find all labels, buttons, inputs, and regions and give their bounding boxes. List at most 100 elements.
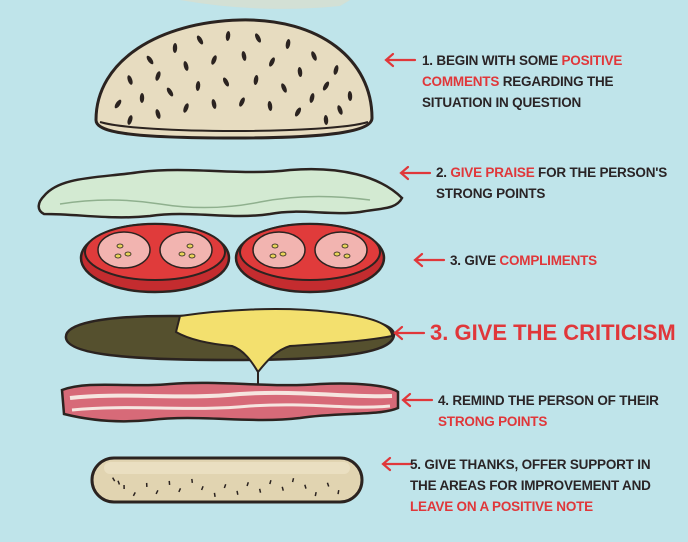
bun-texture <box>145 482 148 487</box>
highlight-text: compliments <box>499 253 597 268</box>
label-text: regarding the <box>499 74 614 89</box>
label-text: 3. Give the criticism <box>430 320 676 345</box>
label-line: 1. Begin with some positive <box>422 50 622 71</box>
arrow-left-icon <box>393 325 426 341</box>
sesame-seed <box>211 55 217 65</box>
sesame-seed <box>241 51 247 61</box>
label-text: for the person's <box>534 165 668 180</box>
step-criticism-label: 3. Give the criticism <box>430 320 676 346</box>
bottom-bun <box>90 456 364 504</box>
arrow-left-icon <box>384 52 417 68</box>
arrow-left-icon <box>399 165 432 181</box>
label-text: strong points <box>436 186 546 201</box>
sesame-seed <box>297 67 303 77</box>
patty-and-cheese <box>64 308 396 391</box>
bun-texture <box>258 488 262 493</box>
sesame-seed <box>183 103 189 113</box>
bun-texture <box>213 492 216 497</box>
bun-texture <box>246 481 250 487</box>
arrow-left-icon <box>381 456 414 472</box>
label-text: 1. Begin with some <box>422 53 562 68</box>
bun-texture <box>200 486 204 491</box>
step-4-label: 4. Remind the person of their strong poin… <box>438 390 659 432</box>
sesame-seed <box>294 107 302 117</box>
highlight-text: leave on a positive note <box>410 499 593 514</box>
step-2-label: 2. Give praise for the person's strong po… <box>436 162 667 204</box>
sesame-seed <box>255 33 261 43</box>
sesame-seed <box>222 77 230 87</box>
arrow-left-icon <box>413 252 446 268</box>
bun-texture <box>281 486 284 491</box>
label-line: 5. Give thanks, offer support in <box>410 454 651 475</box>
sesame-seed <box>195 81 201 91</box>
label-line: 3. Give compliments <box>450 250 597 271</box>
sesame-seed <box>267 101 273 111</box>
arrow-left-icon <box>401 392 434 408</box>
step-3-label: 3. Give compliments <box>450 250 597 271</box>
bacon-layer <box>60 381 400 423</box>
sesame-seed <box>333 65 339 75</box>
sesame-seed <box>269 57 275 67</box>
bun-texture <box>291 478 295 483</box>
label-text: 3. Give <box>450 253 500 268</box>
bun-texture <box>337 489 340 495</box>
bun-texture <box>314 492 317 497</box>
sesame-seed <box>347 91 353 101</box>
label-text: situation in question <box>422 95 582 110</box>
lettuce-layer <box>37 167 404 219</box>
sesame-seed <box>239 97 245 107</box>
sesame-seed <box>146 55 154 65</box>
label-line: 4. Remind the person of their <box>438 390 659 411</box>
sesame-seed <box>155 71 161 81</box>
sesame-seed <box>211 99 217 109</box>
label-line: situation in question <box>422 92 622 113</box>
label-line: the areas for improvement and <box>410 475 651 496</box>
sesame-seed <box>127 115 133 125</box>
sesame-seed <box>323 115 329 125</box>
sesame-seed <box>183 61 189 71</box>
bun-texture <box>178 487 182 493</box>
top-bun <box>94 18 374 140</box>
highlight-text: positive <box>561 53 623 68</box>
sesame-seed <box>225 31 231 41</box>
label-line: strong points <box>436 183 667 204</box>
bun-texture <box>236 490 239 495</box>
sesame-seed <box>139 93 145 103</box>
sesame-seed <box>253 75 259 85</box>
label-text: 4. Remind the person of their <box>438 393 659 408</box>
sesame-seed <box>337 105 343 115</box>
sesame-seed <box>114 99 122 109</box>
label-line: leave on a positive note <box>410 496 651 517</box>
highlight-text: comments <box>422 74 500 89</box>
bun-texture <box>155 490 159 495</box>
bun-texture <box>123 484 125 489</box>
bun-texture <box>326 482 330 487</box>
label-text: 2. <box>436 165 451 180</box>
label-line: 3. Give the criticism <box>430 320 676 346</box>
label-line: strong points <box>438 411 659 432</box>
bun-texture <box>168 480 171 485</box>
step-5-label: 5. Give thanks, offer support in the area… <box>410 454 651 517</box>
label-line: comments regarding the <box>422 71 622 92</box>
bun-texture <box>304 484 307 489</box>
tomato-slices <box>79 222 386 294</box>
label-line: 2. Give praise for the person's <box>436 162 667 183</box>
sesame-seed <box>281 83 287 93</box>
sesame-seed <box>196 35 204 45</box>
sesame-seed <box>311 51 317 61</box>
bun-texture <box>112 477 116 482</box>
highlight-text: Give praise <box>450 165 535 180</box>
highlight-text: strong points <box>438 414 548 429</box>
bun-texture <box>132 492 136 497</box>
sesame-seed <box>172 43 178 53</box>
sesame-seed <box>309 93 315 103</box>
sesame-seed <box>155 109 161 119</box>
sesame-seed <box>166 87 174 97</box>
bun-texture <box>269 480 272 485</box>
step-1-label: 1. Begin with some positivecomments rega… <box>422 50 622 113</box>
label-text: the areas for improvement and <box>410 478 651 493</box>
bun-texture <box>117 480 121 485</box>
label-text: 5. Give thanks, offer support in <box>410 457 651 472</box>
sesame-seed <box>322 81 330 91</box>
